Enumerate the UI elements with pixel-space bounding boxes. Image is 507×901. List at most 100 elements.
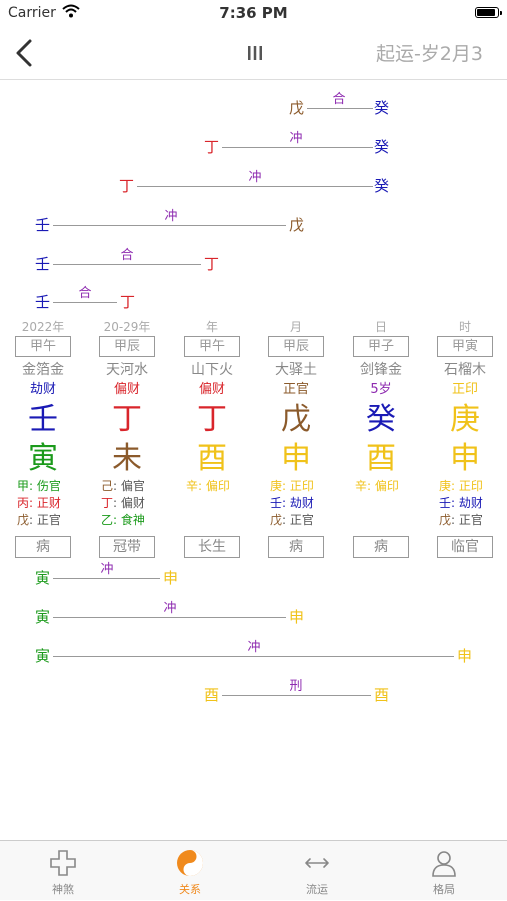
menu-bars-icon[interactable]	[246, 43, 264, 63]
heavenly-stem[interactable]: 丁	[197, 402, 227, 437]
relation-to: 申	[288, 608, 304, 626]
pillar-nayin: 山下火	[191, 362, 233, 378]
earthly-branch[interactable]: 申	[281, 441, 311, 476]
tab-liuyun[interactable]: 流运	[254, 841, 380, 901]
hidden-stem-row: 戊: 正官	[439, 513, 483, 527]
relation-line	[53, 302, 117, 303]
relation-label: 刑	[289, 679, 303, 694]
life-stage: 长生	[184, 536, 240, 558]
relation-to: 戊	[288, 216, 304, 234]
earthly-branch[interactable]: 酉	[366, 441, 396, 476]
navigation-bar: 起运-岁2月3	[0, 26, 507, 80]
relation-line	[222, 695, 371, 696]
pillar-header: 20-29年	[103, 320, 151, 334]
relation-from: 壬	[35, 216, 51, 234]
relation-from: 酉	[204, 686, 220, 704]
earthly-branch[interactable]: 申	[450, 441, 480, 476]
pillar-box: 甲午	[184, 336, 240, 357]
life-stage: 病	[353, 536, 409, 558]
tab-relations[interactable]: 关系	[127, 841, 253, 901]
relation-to: 癸	[373, 138, 389, 156]
relation-line	[137, 186, 373, 187]
arrows-icon	[305, 858, 329, 868]
pillar-box: 甲午	[15, 336, 71, 357]
hidden-stems: 辛: 偏印	[184, 478, 240, 532]
stem-relation: 戊 合 癸	[289, 90, 389, 124]
hidden-stems: 辛: 偏印	[353, 478, 409, 532]
relation-from: 寅	[35, 608, 51, 626]
nav-title: 起运-岁2月3	[375, 43, 483, 65]
relation-line	[53, 225, 286, 226]
pillar-nayin: 大驿土	[275, 362, 317, 378]
relation-line	[53, 656, 454, 657]
relation-from: 戊	[289, 99, 305, 117]
pillar-box: 甲辰	[268, 336, 324, 357]
relation-label: 合	[332, 92, 346, 107]
back-chevron-icon[interactable]	[12, 38, 38, 68]
yin-yang-icon	[177, 850, 203, 876]
earthly-branch[interactable]: 酉	[197, 441, 227, 476]
pillar-god: 劫财	[29, 382, 56, 397]
relation-to: 申	[456, 647, 472, 665]
relation-from: 壬	[35, 255, 51, 273]
tab-geju[interactable]: 格局	[381, 841, 507, 901]
pillar-header: 年	[205, 320, 218, 334]
pillar-column: 月 甲辰 大驿土 正官 戊 申 庚: 正印 壬: 劫财 戊: 正官 病	[268, 318, 324, 558]
hidden-stem-row: 庚: 正印	[439, 479, 483, 493]
hidden-stems: 庚: 正印 壬: 劫财 戊: 正官	[268, 478, 324, 532]
heavenly-stem[interactable]: 丁	[112, 402, 142, 437]
hidden-stem-row: 辛: 偏印	[186, 479, 230, 493]
relation-to: 丁	[203, 255, 219, 273]
hidden-stem-row: 壬: 劫财	[439, 496, 483, 510]
pillar-god: 偏财	[113, 382, 140, 397]
earthly-branch[interactable]: 未	[112, 441, 142, 476]
relation-label: 冲	[163, 601, 177, 616]
stem-relation: 壬 冲 戊	[35, 207, 304, 241]
relation-line	[53, 617, 286, 618]
heavenly-stem[interactable]: 壬	[28, 402, 58, 437]
relation-from: 寅	[35, 647, 51, 665]
tab-label: 格局	[433, 883, 455, 896]
relation-label: 冲	[247, 640, 261, 655]
pillar-header: 2022年	[21, 320, 65, 334]
pillar-header: 时	[458, 320, 471, 334]
stem-relation: 丁 冲 癸	[204, 129, 389, 163]
relation-label: 冲	[100, 562, 114, 577]
hidden-stem-row: 甲: 伤官	[17, 479, 61, 493]
branch-relation: 寅 冲 申	[35, 560, 178, 594]
earthly-branch[interactable]: 寅	[28, 441, 58, 476]
hidden-stem-row: 己: 偏官	[101, 479, 145, 493]
pillar-god: 正印	[451, 382, 478, 397]
pillar-column: 2022年 甲午 金箔金 劫财 壬 寅 甲: 伤官 丙: 正财 戊: 正官 病	[15, 318, 71, 558]
tab-label: 神煞	[52, 883, 74, 896]
pillar-box: 甲子	[353, 336, 409, 357]
pillar-nayin: 天河水	[106, 362, 148, 378]
hidden-stem-row: 辛: 偏印	[355, 479, 399, 493]
tab-shensha[interactable]: 神煞	[0, 841, 126, 901]
heavenly-stem[interactable]: 庚	[450, 402, 480, 437]
branch-relation: 酉 刑 酉	[204, 677, 389, 711]
relation-line	[307, 108, 373, 109]
life-stage: 冠带	[99, 536, 155, 558]
relation-label: 冲	[289, 131, 303, 146]
heavenly-stem[interactable]: 戊	[281, 402, 311, 437]
branch-relation: 寅 冲 申	[35, 638, 472, 672]
relation-from: 丁	[119, 177, 135, 195]
pillar-nayin: 剑锋金	[360, 362, 402, 378]
heavenly-stem[interactable]: 癸	[366, 402, 396, 437]
pillar-header: 月	[289, 320, 302, 334]
tab-label: 关系	[179, 883, 201, 896]
pillar-column: 时 甲寅 石榴木 正印 庚 申 庚: 正印 壬: 劫财 戊: 正官 临官	[437, 318, 493, 558]
stem-relation: 壬 合 丁	[35, 284, 135, 318]
relation-to: 申	[162, 569, 178, 587]
tab-bar: 神煞 关系 流运 格局	[0, 840, 507, 900]
hidden-stems: 甲: 伤官 丙: 正财 戊: 正官	[15, 478, 71, 532]
relation-to: 癸	[373, 177, 389, 195]
pillar-god: 偏财	[198, 382, 225, 397]
hidden-stem-row: 庚: 正印	[270, 479, 314, 493]
clock: 7:36 PM	[219, 4, 288, 22]
pillar-nayin: 石榴木	[444, 362, 486, 378]
relation-line	[53, 264, 201, 265]
battery-icon	[475, 7, 502, 18]
pillar-column: 20-29年 甲辰 天河水 偏财 丁 未 己: 偏官 丁: 偏财 乙: 食神 冠…	[99, 318, 155, 558]
